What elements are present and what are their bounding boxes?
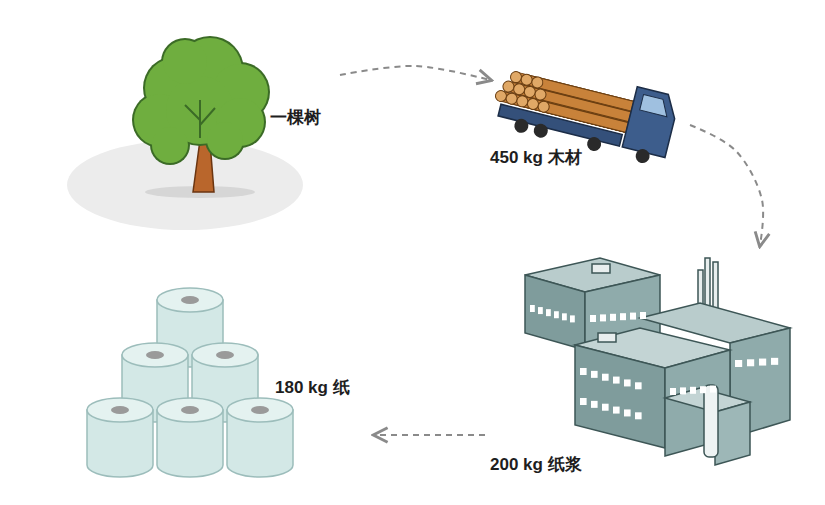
tree-node: 一棵树 (70, 40, 340, 230)
flow-arrow (340, 66, 490, 80)
quantity-label: 450 kg 木材 (490, 148, 582, 168)
flow-arrow (375, 434, 485, 436)
quantity-label: 180 kg 纸 (275, 378, 350, 398)
tree-illustration (67, 36, 303, 230)
paper-rolls-illustration (87, 288, 293, 477)
paper-node: 180 kg 纸 (85, 290, 375, 485)
truck-node: 450 kg 木材 (490, 35, 690, 175)
flow-arrow (690, 125, 763, 245)
quantity-label: 200 kg 纸浆 (490, 455, 582, 475)
quantity-label: 一棵树 (270, 108, 321, 128)
factory-node: 200 kg 纸浆 (485, 245, 800, 485)
truck-illustration (488, 54, 680, 168)
factory-illustration (525, 258, 790, 465)
